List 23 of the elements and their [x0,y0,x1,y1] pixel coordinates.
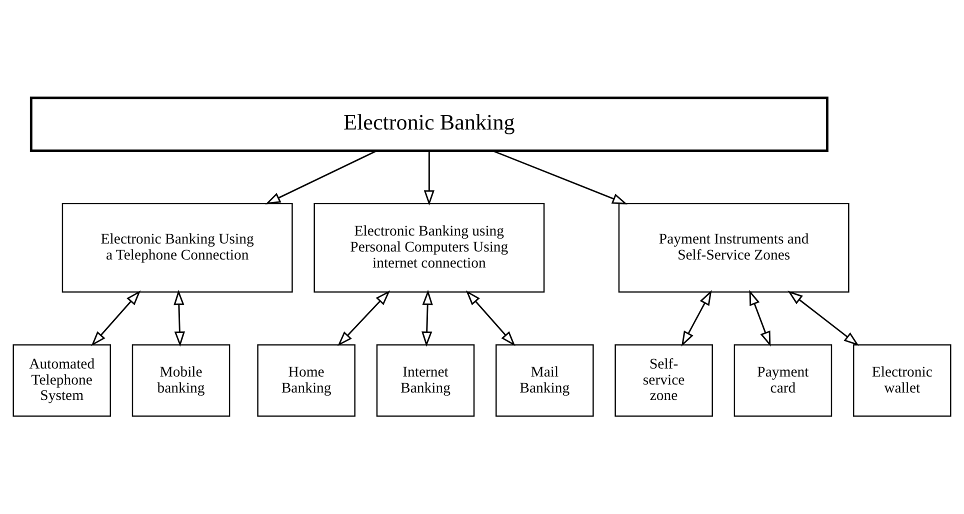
arrow [492,150,628,204]
node-box: Payment Instruments and Self-Service Zones [618,202,850,293]
arrow [265,150,377,204]
node-box: Electronic Banking using Personal Computers Using internet connection [314,202,545,293]
node-box: Self-service zone [614,344,713,417]
arrow [422,290,433,347]
node-box: Electronic Banking Using a Telephone Connection [62,202,293,293]
arrow [681,290,712,346]
arrow [749,290,771,347]
arrow [338,290,390,346]
arrow [91,290,141,346]
node-box: Internet Banking [376,344,475,417]
node-box: Mobile banking [132,344,230,417]
arrow [466,290,516,346]
node-box: Automated Telephone System [12,344,111,417]
node-box: Home Banking [257,344,356,417]
arrow [788,290,860,346]
node-box: Payment card [734,344,832,417]
arrow [174,290,186,347]
node-box: Electronic Banking [30,96,828,152]
node-box: Electronic wallet [853,344,952,417]
node-box: Mail Banking [496,344,594,417]
arrow [424,151,435,206]
